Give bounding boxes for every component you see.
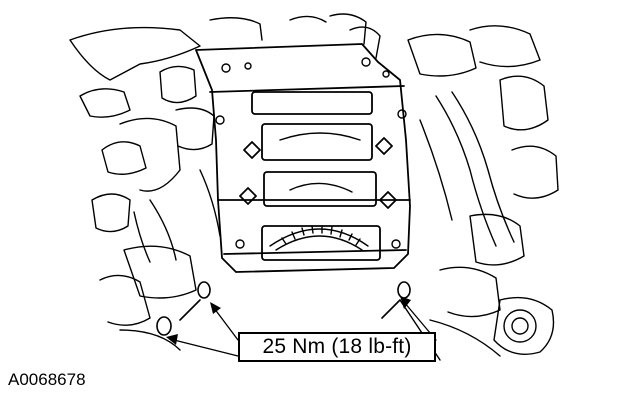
torque-callout-text: 25 Nm (18 lb-ft) — [262, 335, 412, 358]
callout-arrowheads — [166, 296, 411, 345]
bolts — [215, 57, 407, 249]
throttle-gear — [269, 132, 369, 251]
intake-manifold-plate — [195, 43, 411, 273]
figure-id: A0068678 — [8, 370, 86, 389]
lower-mounting-bolts — [156, 281, 411, 336]
torque-callout: 25 Nm (18 lb-ft) — [238, 332, 436, 362]
engine-background — [69, 13, 559, 361]
